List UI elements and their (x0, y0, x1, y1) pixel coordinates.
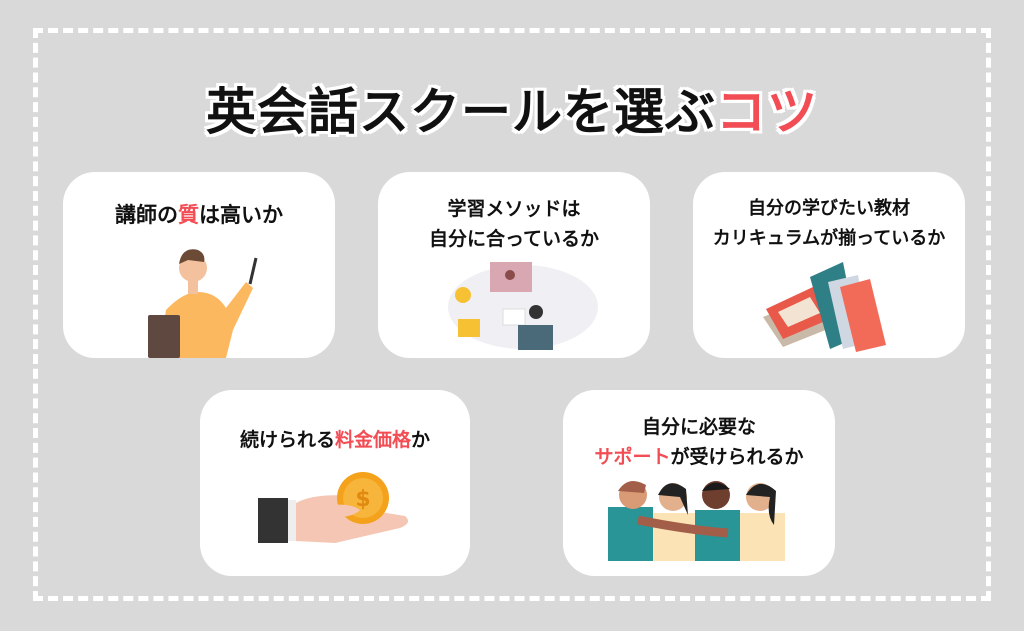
text-line2: 自分に合っているか (428, 228, 600, 250)
card-text: 学習メソッドは自分に合っているか (378, 194, 650, 254)
text-line2: カリキュラムが揃っているか (712, 228, 946, 249)
card-text: 自分に必要なサポートが受けられるか (563, 412, 835, 472)
text-accent: 質 (178, 203, 199, 227)
people-support-illustration (608, 481, 785, 561)
text-post: が受けられるか (670, 446, 804, 468)
text-line1: 自分に必要な (641, 416, 756, 438)
card-pricing: 続けられる料金価格か $ (200, 390, 470, 576)
card-text: 自分の学びたい教材カリキュラムが揃っているか (693, 194, 965, 254)
text-accent: サポート (594, 446, 671, 468)
title-main: 英会話スクールを選ぶ (206, 83, 716, 141)
text-line1: 自分の学びたい教材 (748, 198, 910, 219)
card-materials: 自分の学びたい教材カリキュラムが揃っているか (693, 172, 965, 358)
text-line1: 学習メソッドは (447, 198, 581, 220)
card-text: 続けられる料金価格か (200, 425, 470, 455)
text-pre: 講師の (115, 203, 178, 227)
hand-coin-illustration: $ (258, 472, 409, 543)
text-post: か (411, 429, 431, 451)
card-teacher-quality: 講師の質は高いか (63, 172, 335, 358)
page-title: 英会話スクールを選ぶコツ (0, 72, 1024, 144)
card-learning-method: 学習メソッドは自分に合っているか (378, 172, 650, 358)
card-support: 自分に必要なサポートが受けられるか (563, 390, 835, 576)
text-accent: 料金価格 (334, 429, 411, 451)
text-post: は高いか (199, 203, 283, 227)
text-pre: 続けられる (239, 429, 335, 451)
card-text: 講師の質は高いか (63, 200, 335, 230)
dashed-frame (33, 28, 991, 601)
title-accent: コツ (716, 83, 818, 141)
svg-text:$: $ (355, 487, 370, 512)
books-illustration (763, 262, 886, 352)
teacher-pointing-illustration (148, 249, 258, 358)
online-learning-illustration (448, 262, 598, 350)
